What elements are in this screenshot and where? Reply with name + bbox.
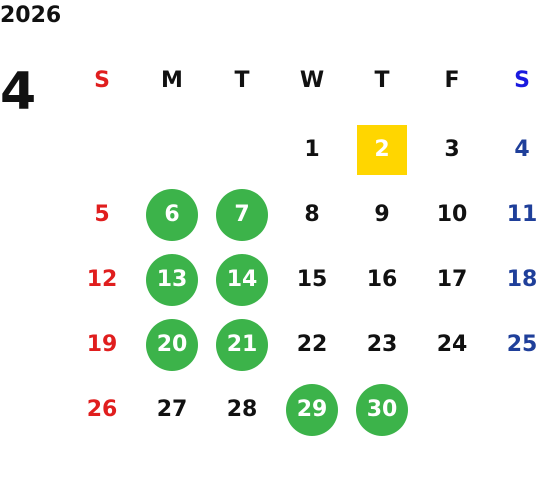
calendar-day[interactable]: 8: [304, 202, 320, 227]
calendar-day[interactable]: 12: [86, 267, 118, 292]
weekday-friday: F: [444, 68, 460, 93]
weekday-wednesday: W: [299, 68, 325, 93]
calendar-day[interactable]: 19: [86, 332, 118, 357]
calendar-day[interactable]: 17: [436, 267, 468, 292]
calendar-day[interactable]: [216, 124, 268, 176]
calendar-day[interactable]: 23: [366, 332, 398, 357]
calendar-week: 19 20 21 22 23 24 25: [68, 319, 548, 371]
calendar-day[interactable]: [496, 384, 548, 436]
calendar-week: 12 13 14 15 16 17 18: [68, 254, 548, 306]
calendar-day[interactable]: 24: [436, 332, 468, 357]
calendar-day[interactable]: 16: [366, 267, 398, 292]
calendar-day[interactable]: 15: [296, 267, 328, 292]
calendar-day-highlighted[interactable]: 13: [146, 254, 198, 306]
weekday-sunday: S: [94, 68, 110, 93]
calendar-day[interactable]: 5: [94, 202, 110, 227]
calendar-week: 5 6 7 8 9 10 11: [68, 189, 548, 241]
calendar-day-today[interactable]: 2: [357, 125, 407, 175]
year-label: 2026: [0, 3, 62, 28]
weekday-header: S M T W T F S: [68, 60, 548, 100]
calendar-day[interactable]: 22: [296, 332, 328, 357]
calendar-day[interactable]: [146, 124, 198, 176]
calendar-day-highlighted[interactable]: 21: [216, 319, 268, 371]
calendar-day-highlighted[interactable]: 6: [146, 189, 198, 241]
calendar-day[interactable]: 25: [506, 332, 538, 357]
weekday-saturday: S: [514, 68, 530, 93]
weekday-tuesday: T: [234, 68, 250, 93]
weekday-thursday: T: [374, 68, 390, 93]
calendar-day[interactable]: [76, 124, 128, 176]
calendar-day-highlighted[interactable]: 20: [146, 319, 198, 371]
calendar-day[interactable]: 4: [514, 137, 530, 162]
calendar-day[interactable]: 27: [156, 397, 188, 422]
calendar-day[interactable]: [426, 384, 478, 436]
calendar-day[interactable]: 28: [226, 397, 258, 422]
calendar-day[interactable]: 3: [444, 137, 460, 162]
calendar-day[interactable]: 26: [86, 397, 118, 422]
calendar-day-highlighted[interactable]: 7: [216, 189, 268, 241]
calendar-day[interactable]: 9: [374, 202, 390, 227]
calendar-day[interactable]: 1: [304, 137, 320, 162]
calendar-day[interactable]: 10: [436, 202, 468, 227]
calendar-day-highlighted[interactable]: 29: [286, 384, 338, 436]
calendar-week: 1 2 3 4: [68, 124, 548, 175]
weekday-monday: M: [161, 68, 183, 93]
month-label: 4: [0, 62, 37, 122]
calendar-day-highlighted[interactable]: 30: [356, 384, 408, 436]
calendar-day-highlighted[interactable]: 14: [216, 254, 268, 306]
calendar-week: 26 27 28 29 30: [68, 384, 548, 436]
calendar-day[interactable]: 18: [506, 267, 538, 292]
calendar-day[interactable]: 11: [506, 202, 538, 227]
